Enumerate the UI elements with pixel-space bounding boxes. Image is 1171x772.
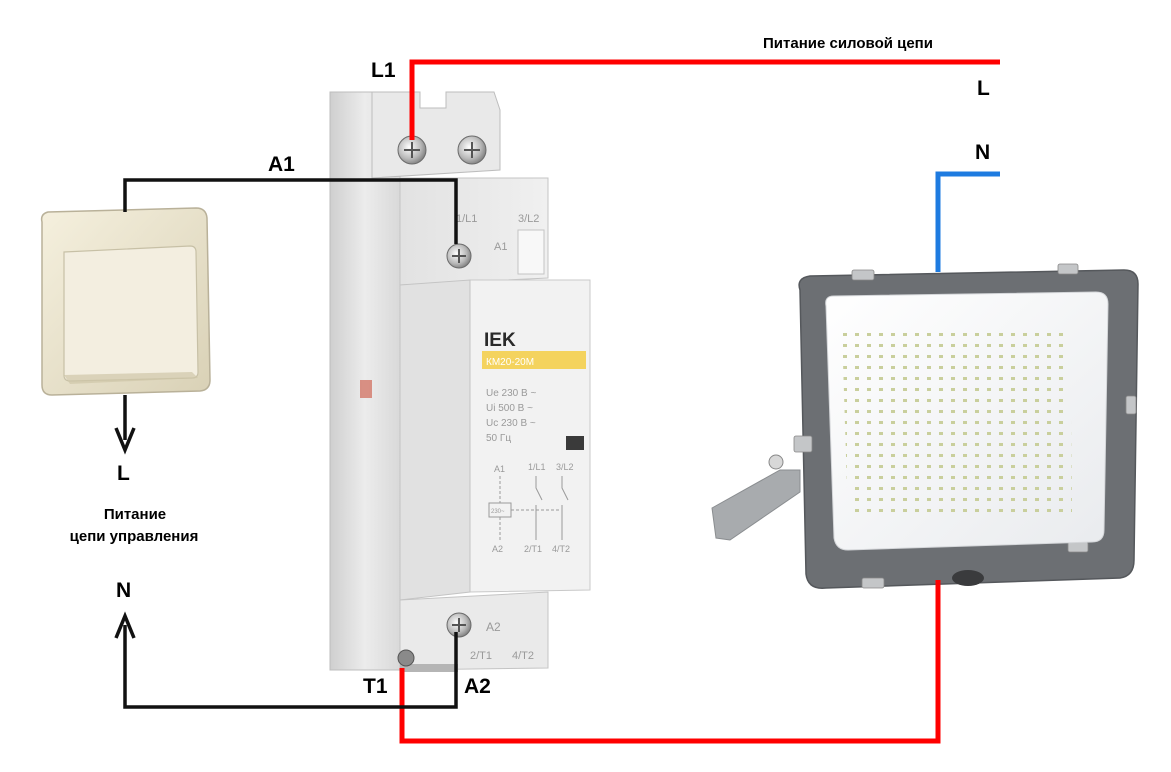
label-control-n: N	[116, 579, 132, 602]
terminal-screws	[397, 135, 487, 667]
schem-t1: 2/T1	[524, 544, 542, 554]
spec-line-3: Uc 230 В ~	[486, 418, 536, 429]
label-control-l: L	[117, 462, 130, 485]
wire-neutral-load	[935, 171, 1000, 272]
label-power-l: L	[977, 77, 990, 100]
label-l1: L1	[371, 59, 396, 82]
label-power-n: N	[975, 141, 991, 164]
wire-control-a2	[123, 625, 458, 709]
led-array	[842, 326, 1072, 520]
terminal-label-3l2: 3/L2	[518, 213, 539, 225]
schem-l2: 3/L2	[556, 462, 574, 472]
terminal-label-a2: A2	[486, 620, 501, 634]
contactor-front-lower	[399, 591, 549, 671]
spec-line-1: Ue 230 В ~	[486, 388, 536, 399]
schem-a2: A2	[492, 544, 503, 554]
label-control-line2: цепи управления	[69, 528, 199, 545]
switch-key-shadow	[64, 372, 198, 384]
arrow-control-l	[114, 427, 136, 455]
terminal-label-2t1: 2/T1	[470, 650, 492, 662]
schem-t2: 4/T2	[552, 544, 570, 554]
led-floodlight	[711, 263, 1139, 589]
switch-key[interactable]	[63, 245, 199, 382]
contactor-brand: IEK	[484, 330, 516, 351]
spec-line-2: Ui 500 В ~	[486, 403, 533, 414]
label-t1: T1	[363, 675, 388, 698]
arrow-control-n	[114, 611, 136, 639]
wire-control-a1	[123, 178, 458, 244]
contactor-markings: 1/L1 3/L2 A1 IEK КМ20-20М Ue 230 В ~ Ui …	[456, 213, 584, 662]
terminal-label-a1: A1	[494, 241, 507, 253]
label-power-circuit: Питание силовой цепи	[763, 35, 933, 52]
terminal-label-4t2: 4/T2	[512, 650, 534, 662]
contactor-terminal-block	[371, 91, 501, 179]
label-a1: A1	[268, 153, 295, 176]
schem-a1: A1	[494, 464, 505, 474]
label-control-line1: Питание	[103, 506, 167, 523]
contactor-model-strip	[482, 351, 586, 369]
label-a2: A2	[464, 675, 491, 698]
contactor-model: КМ20-20М	[486, 357, 534, 368]
indicator-window	[566, 436, 584, 450]
floodlight-bracket	[711, 469, 801, 541]
wire-phase-load	[399, 580, 941, 744]
spec-line-4: 50 Гц	[486, 433, 511, 444]
contactor	[329, 91, 591, 672]
schem-l1: 1/L1	[528, 462, 546, 472]
wire-phase-supply	[409, 59, 1000, 140]
terminal-label-1l1: 1/L1	[456, 213, 477, 225]
schem-coil: 230~	[491, 509, 505, 515]
contactor-front-upper	[399, 177, 549, 286]
light-switch[interactable]	[40, 207, 211, 396]
